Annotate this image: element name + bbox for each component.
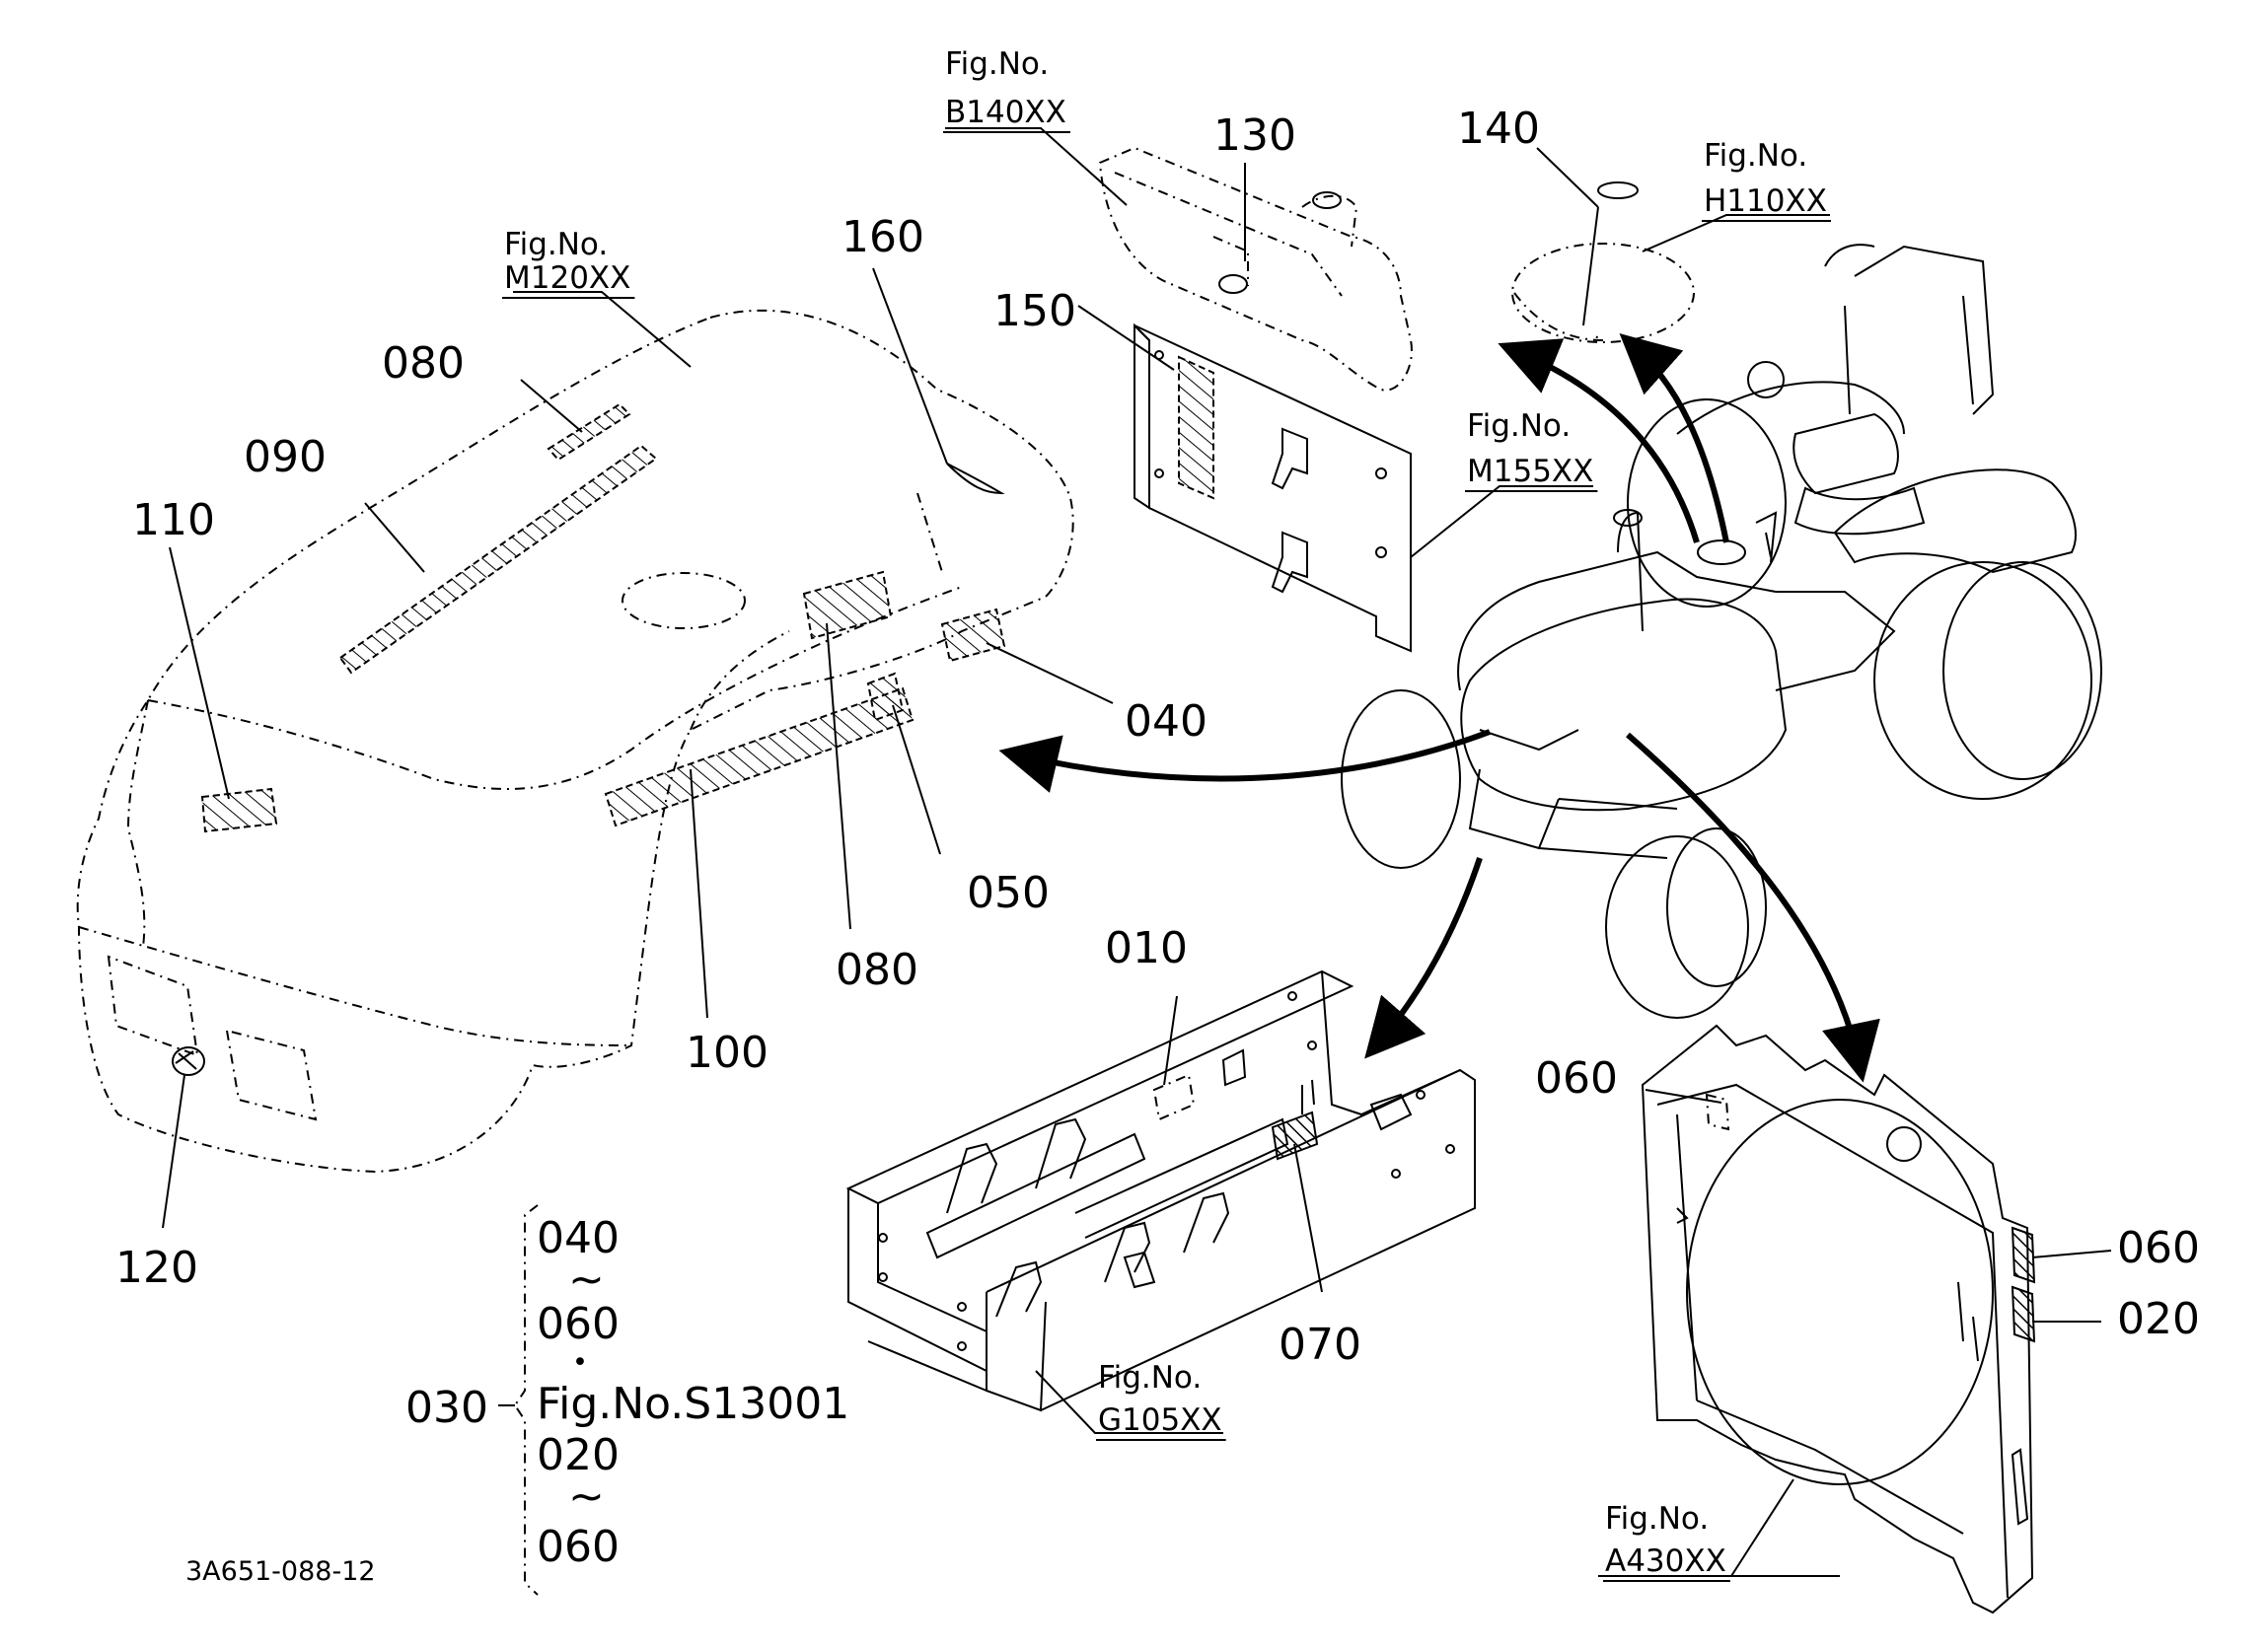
fig-ref-label: Fig.No. bbox=[1098, 1360, 1202, 1396]
fig-ref-m120: Fig.No. M120XX bbox=[502, 227, 635, 299]
callout-010: 010 bbox=[1105, 923, 1188, 973]
hood-assembly bbox=[76, 309, 1074, 1174]
callout-080-lower: 080 bbox=[836, 945, 918, 995]
fig-ref-m155: Fig.No. M155XX bbox=[1465, 408, 1598, 492]
figure-references: Fig.No. M120XX Fig.No. B140XX Fig.No. H1… bbox=[502, 46, 1831, 1582]
callout-150: 150 bbox=[993, 286, 1076, 336]
fig-ref-label: Fig.No. bbox=[1467, 408, 1571, 444]
callout-060-left: 060 bbox=[1535, 1053, 1618, 1104]
callout-040: 040 bbox=[1125, 696, 1207, 747]
callout-080-upper: 080 bbox=[382, 338, 465, 389]
callout-050: 050 bbox=[967, 868, 1050, 918]
kit-item-060-b: 060 bbox=[537, 1522, 620, 1572]
fig-ref-label: Fig.No. bbox=[1704, 138, 1807, 174]
kit-fig-ref: Fig.No.S13001 bbox=[537, 1379, 849, 1429]
callout-090: 090 bbox=[244, 432, 327, 482]
kit-label-030: 030 bbox=[405, 1383, 488, 1433]
callout-160: 160 bbox=[841, 212, 924, 262]
fig-ref-code: B140XX bbox=[945, 95, 1066, 130]
fig-ref-code: M155XX bbox=[1467, 454, 1593, 489]
bracket-plate bbox=[1134, 323, 1412, 653]
assembly-arrows bbox=[998, 333, 1880, 1083]
front-frame bbox=[845, 969, 1476, 1412]
callout-070: 070 bbox=[1279, 1320, 1361, 1370]
kit-group: 030 040 ~ 060 • Fig.No.S13001 020 ~ 060 bbox=[405, 1204, 849, 1596]
kit-item-060: 060 bbox=[537, 1299, 620, 1349]
kit-tilde-1: ~ bbox=[568, 1255, 605, 1305]
tractor-overview bbox=[1341, 244, 2102, 1019]
fig-ref-h110: Fig.No. H110XX bbox=[1702, 138, 1831, 222]
kit-item-020: 020 bbox=[537, 1430, 620, 1480]
callout-140: 140 bbox=[1457, 104, 1540, 154]
fig-ref-label: Fig.No. bbox=[504, 227, 608, 262]
drawing-code: 3A651-088-12 bbox=[185, 1556, 376, 1587]
fig-ref-label: Fig.No. bbox=[945, 46, 1049, 82]
fig-ref-g105: Fig.No. G105XX bbox=[1096, 1360, 1226, 1441]
callout-100: 100 bbox=[686, 1028, 768, 1078]
fig-ref-code: M120XX bbox=[504, 260, 630, 296]
callout-110: 110 bbox=[132, 495, 215, 545]
callout-120: 120 bbox=[115, 1243, 198, 1293]
leader-lines bbox=[162, 127, 2112, 1577]
fig-ref-b140: Fig.No. B140XX bbox=[943, 46, 1070, 133]
instrument-panel bbox=[1098, 146, 1413, 392]
fig-ref-a430: Fig.No. A430XX bbox=[1603, 1501, 1730, 1582]
fig-ref-code: H110XX bbox=[1704, 183, 1827, 219]
kit-item-040: 040 bbox=[537, 1213, 620, 1263]
callout-060-right: 060 bbox=[2117, 1223, 2200, 1273]
fig-ref-label: Fig.No. bbox=[1605, 1501, 1709, 1537]
callout-020: 020 bbox=[2117, 1294, 2200, 1344]
steering-wheel bbox=[1511, 181, 1695, 343]
kit-tilde-2: ~ bbox=[568, 1471, 605, 1522]
callout-130: 130 bbox=[1213, 110, 1296, 161]
fig-ref-code: A430XX bbox=[1605, 1543, 1726, 1579]
radiator-shroud bbox=[1641, 1024, 2036, 1614]
fig-ref-code: G105XX bbox=[1098, 1402, 1222, 1438]
kit-dot: • bbox=[572, 1347, 588, 1378]
callout-numbers: 080 090 110 120 160 040 050 080 100 130 … bbox=[115, 104, 2200, 1370]
